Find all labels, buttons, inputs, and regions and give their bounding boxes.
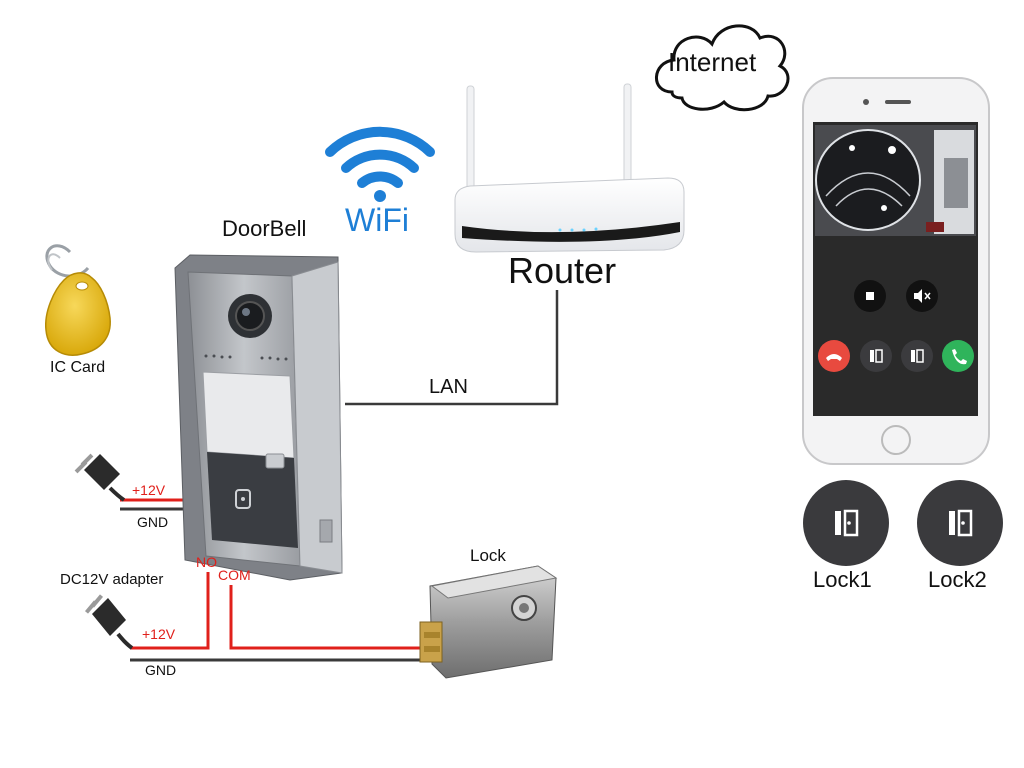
plus12v-bottom-label: +12V <box>142 626 176 642</box>
internet-label: Internet <box>668 47 757 77</box>
card-reader-icon <box>235 489 251 509</box>
unlock-1-icon <box>870 349 883 363</box>
power-adapter-bottom-icon <box>84 594 134 650</box>
door-lock-1-icon <box>835 509 859 537</box>
reject-call-button[interactable] <box>818 340 850 372</box>
com-terminal-label: COM <box>218 567 251 583</box>
smartphone <box>802 77 990 465</box>
lock1-button[interactable] <box>803 480 889 566</box>
no-terminal-label: NO <box>196 554 217 570</box>
lan-cable <box>345 290 559 406</box>
unlock-2-button[interactable] <box>901 340 933 372</box>
dc-adapter-label: DC12V adapter <box>60 571 164 588</box>
router-icon <box>454 83 685 253</box>
doorbell-label: DoorBell <box>222 216 307 241</box>
wifi-label: WiFi <box>345 202 409 238</box>
lock2-label: Lock2 <box>928 567 987 592</box>
gnd-top-label: GND <box>137 514 169 530</box>
power-adapter-top-icon <box>74 453 126 502</box>
video-feed <box>815 125 976 236</box>
door-lock-2-icon <box>949 509 973 537</box>
router-label: Router <box>508 250 617 291</box>
plus12v-top-label: +12V <box>132 482 166 498</box>
reject-call-icon <box>826 354 842 361</box>
lan-label: LAN <box>429 376 468 398</box>
accept-call-button[interactable] <box>942 340 974 372</box>
gnd-bottom-label: GND <box>145 662 177 678</box>
lock1-label: Lock1 <box>813 567 872 592</box>
stop-button[interactable] <box>854 280 886 312</box>
lock2-button[interactable] <box>917 480 1003 566</box>
doorbell-panel <box>174 254 343 581</box>
lock-wires <box>130 572 424 662</box>
accept-call-icon <box>952 349 967 365</box>
unlock-1-button[interactable] <box>860 340 892 372</box>
ic-card-label: IC Card <box>50 359 106 376</box>
unlock-2-icon <box>911 349 924 363</box>
mute-button[interactable] <box>906 280 938 312</box>
power-wires-top <box>120 498 190 511</box>
lock-label: Lock <box>470 546 506 565</box>
mute-icon <box>914 289 931 303</box>
camera-icon <box>228 294 272 338</box>
internet-cloud-icon <box>655 24 790 112</box>
stop-icon <box>866 292 874 300</box>
ic-card-icon <box>45 244 111 356</box>
electric-lock-icon <box>419 565 558 679</box>
wifi-icon <box>325 126 435 202</box>
